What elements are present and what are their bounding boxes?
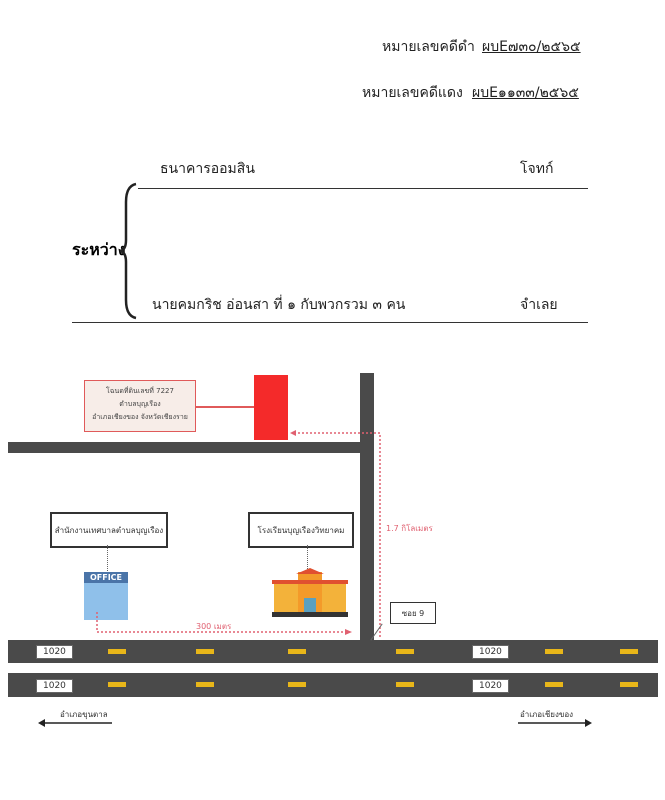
black-case-label: หมายเลขคดีดำ bbox=[382, 39, 475, 55]
black-case-number: ผบE๗๓๐/๒๕๖๕ bbox=[482, 39, 581, 55]
dotted-route-vertical bbox=[290, 430, 381, 638]
arrow-left-icon bbox=[38, 719, 112, 727]
between-label: ระหว่าง bbox=[72, 240, 126, 259]
divider bbox=[72, 322, 588, 323]
brace-icon bbox=[119, 182, 137, 320]
school-building-icon bbox=[272, 568, 348, 617]
distance-vertical: 1.7 กิโลเมตร bbox=[386, 524, 433, 533]
pointer-line bbox=[196, 406, 254, 408]
office-building-icon: OFFICE bbox=[84, 572, 128, 620]
plaintiff-name: ธนาคารออมสิน bbox=[160, 161, 255, 177]
office-label-box: สำนักงานเทศบาลตำบลบุญเรือง bbox=[50, 512, 168, 548]
arrow-right-icon bbox=[518, 719, 592, 727]
land-plot-marker bbox=[254, 375, 288, 440]
distance-horizontal: 300 เมตร bbox=[196, 622, 232, 631]
red-case-number: ผบE๑๑๓๓/๒๕๖๕ bbox=[472, 85, 579, 101]
school-label-box: โรงเรียนบุญเรืองวิทยาคม bbox=[248, 512, 354, 548]
right-direction-label: อำเภอเชียงของ bbox=[520, 710, 574, 719]
road-number-sign: 1020 bbox=[36, 645, 73, 659]
defendant-role: จำเลย bbox=[520, 297, 558, 313]
defendant-name: นายคมกริช อ่อนสา ที่ ๑ กับพวกรวม ๓ คน bbox=[152, 297, 406, 313]
dotted-route-horizontal bbox=[96, 612, 352, 635]
road-upper bbox=[8, 442, 374, 453]
road-number-sign: 1020 bbox=[472, 645, 509, 659]
red-case-label: หมายเลขคดีแดง bbox=[362, 85, 463, 101]
road-number-sign: 1020 bbox=[36, 679, 73, 693]
divider bbox=[138, 188, 588, 189]
road-number-sign: 1020 bbox=[472, 679, 509, 693]
left-direction-label: อำเภอขุนตาล bbox=[60, 710, 108, 719]
road-soi-9 bbox=[360, 373, 374, 640]
soi-label-box: ซอย 9 bbox=[390, 602, 436, 624]
plaintiff-role: โจทก์ bbox=[520, 161, 554, 177]
